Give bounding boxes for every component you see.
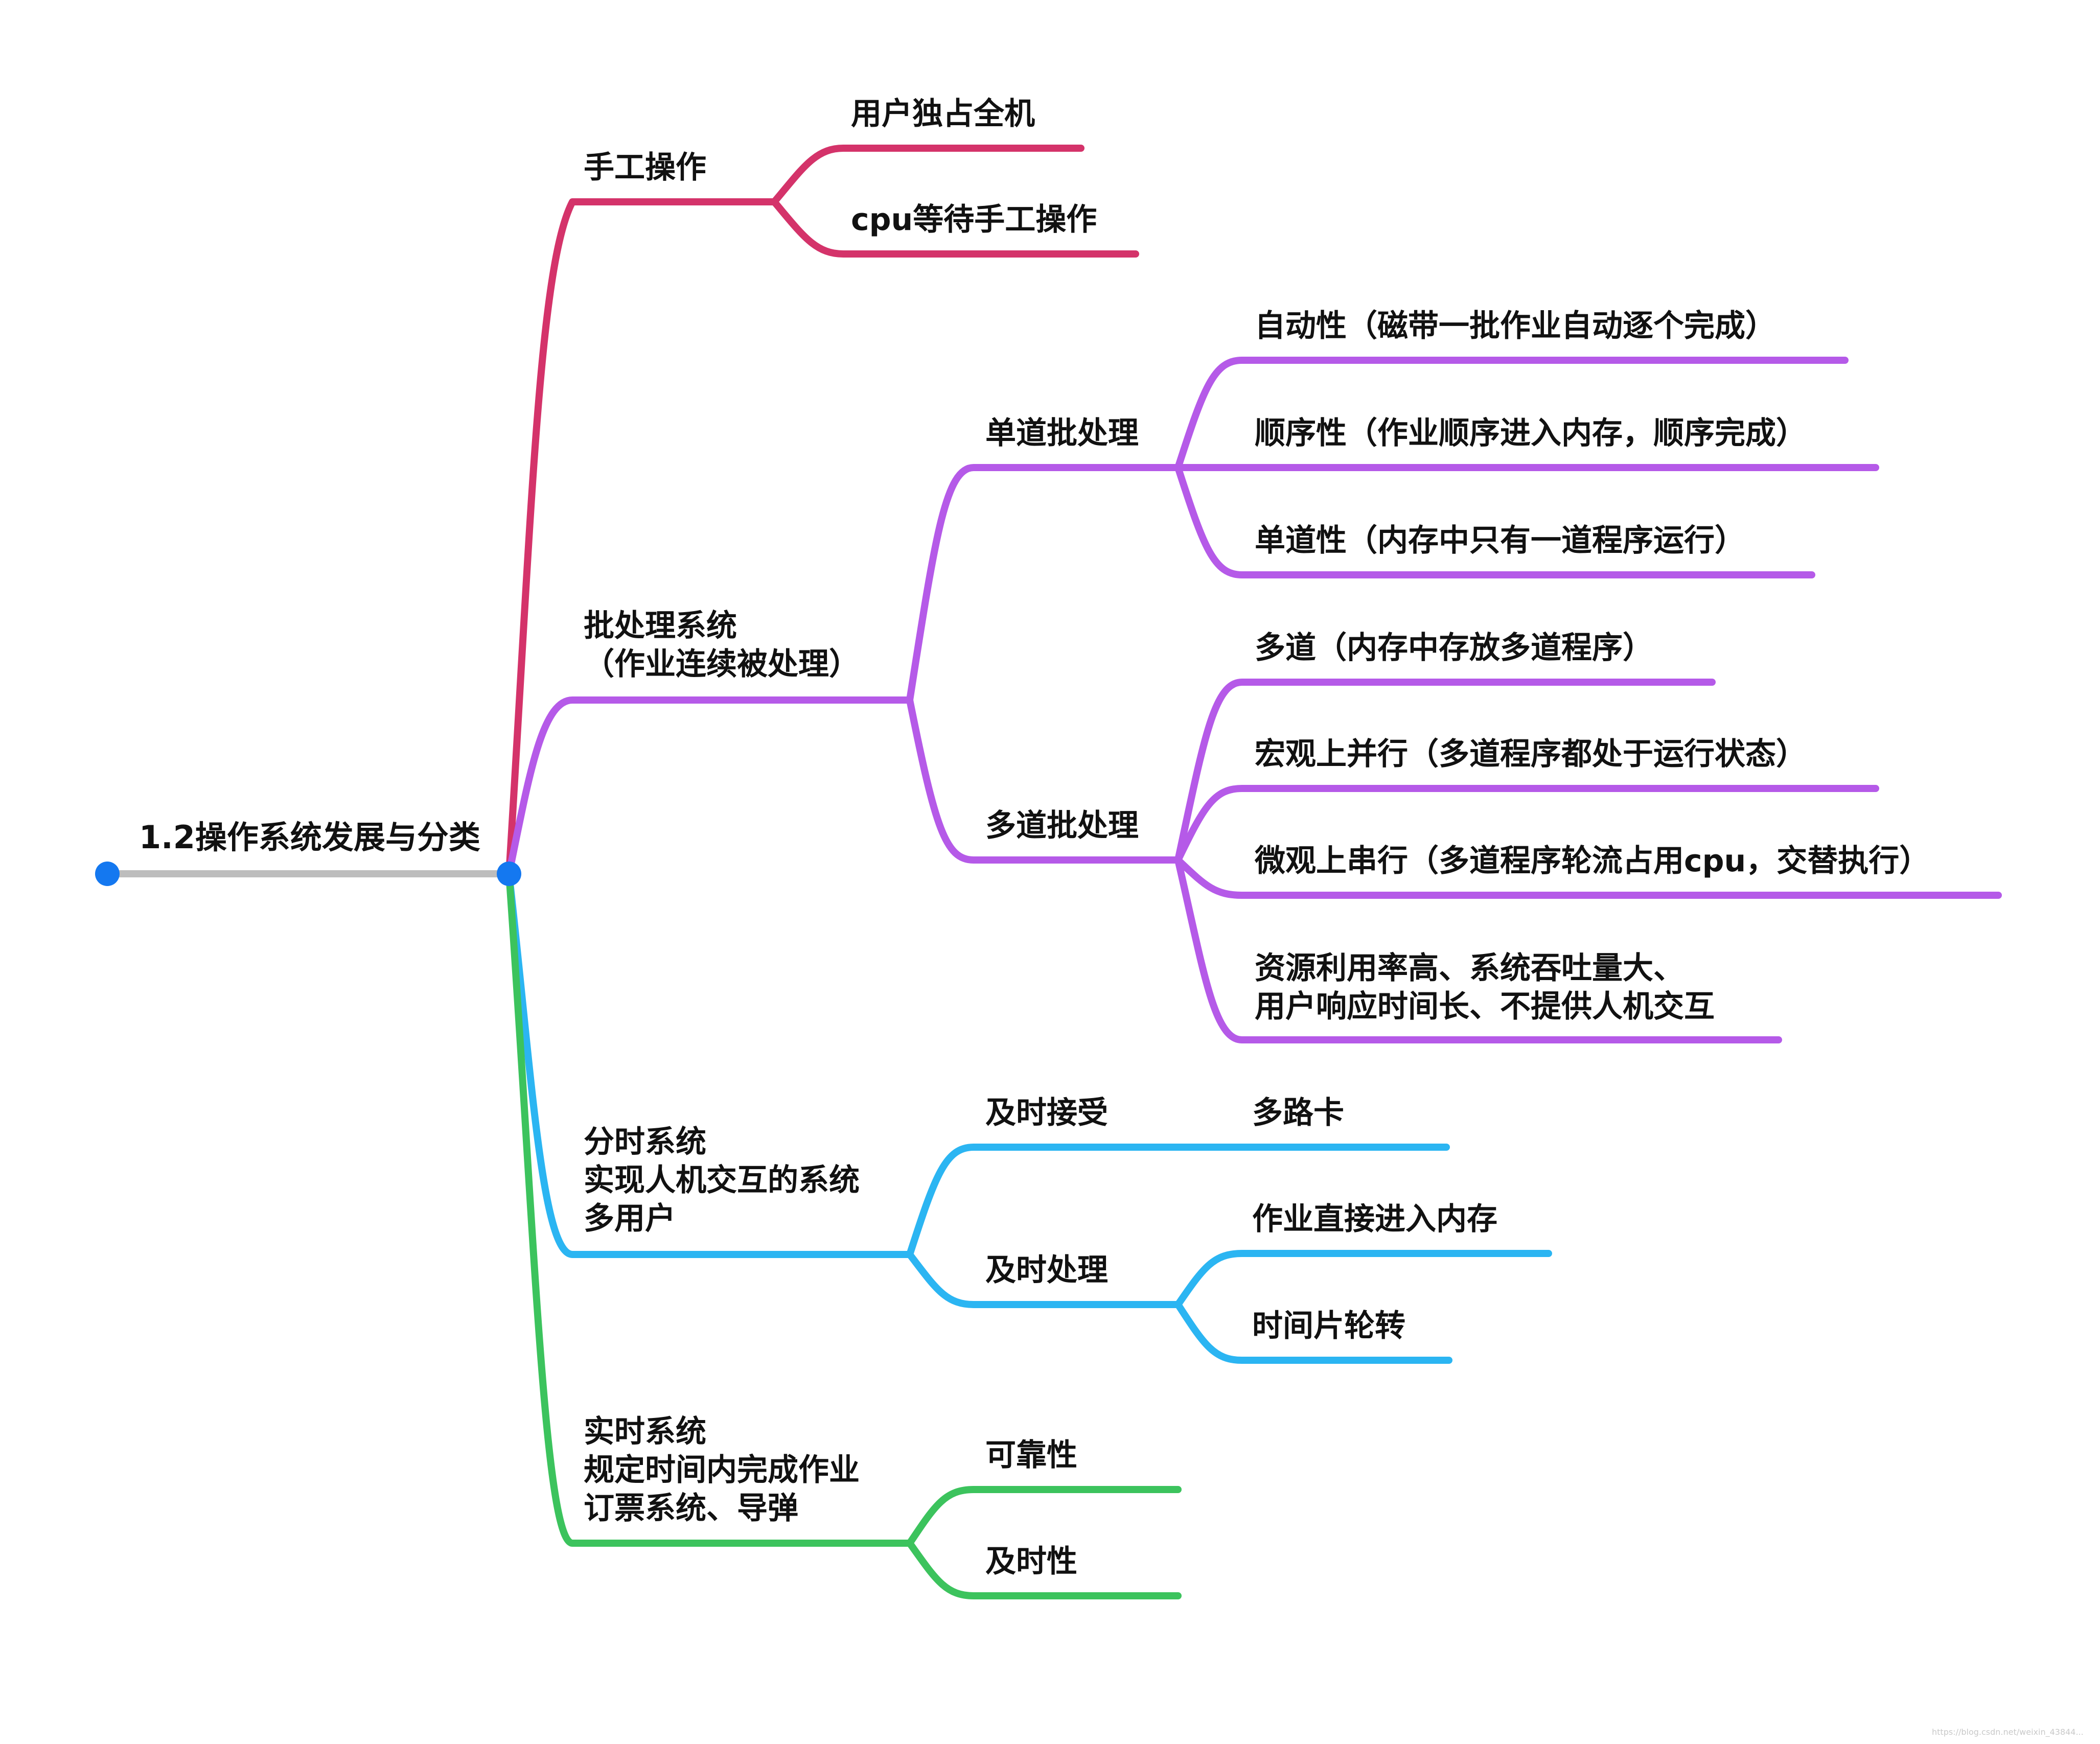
realtime-child-1-label[interactable]: 可靠性 (985, 1437, 1077, 1473)
multi-batch-label[interactable]: 多道批处理 (985, 808, 1139, 844)
manual-child-line-1 (771, 145, 1084, 205)
multi-child-4-line-2: 用户响应时间长、不提供人机交互 (1255, 989, 1715, 1025)
single-batch-label[interactable]: 单道批处理 (985, 415, 1139, 451)
watermark-text: https://blog.csdn.net/weixin_43844... (1932, 1727, 2084, 1737)
realtime-node-line-2: 规定时间内完成作业 (584, 1452, 860, 1488)
single-child-line-1 (1174, 357, 1849, 471)
manual-child-line-2 (771, 198, 1139, 258)
single-child-line-3 (1174, 464, 1815, 578)
batch-node-line-2: （作业连续被处理） (584, 646, 860, 682)
single-child-3-label[interactable]: 单道性（内存中只有一道程序运行） (1255, 523, 1745, 559)
connector-lines (104, 145, 2002, 1599)
process-child-line-1 (1174, 1250, 1552, 1308)
timeshare-node-line-3: 多用户 (584, 1201, 676, 1237)
manual-branch-line (505, 198, 778, 877)
process-child-1-label[interactable]: 作业直接进入内存 (1252, 1201, 1497, 1237)
single-child-2-label[interactable]: 顺序性（作业顺序进入内存，顺序完成） (1255, 415, 1807, 451)
multi-child-line-4 (1174, 856, 1782, 1043)
batch-node-label[interactable]: 批处理系统 （作业连续被处理） (584, 608, 860, 682)
single-child-1-label[interactable]: 自动性（磁带一批作业自动逐个完成） (1255, 308, 1776, 344)
timeshare-node-line-2: 实现人机交互的系统 (584, 1162, 860, 1198)
multi-child-4-label[interactable]: 资源利用率高、系统吞吐量大、 用户响应时间长、不提供人机交互 (1255, 950, 1715, 1025)
batch-node-line-1: 批处理系统 (584, 608, 737, 644)
batch-branch-line (505, 696, 913, 877)
batch-multi-line (906, 696, 1182, 864)
realtime-node-line-3: 订票系统、导弹 (584, 1491, 798, 1526)
manual-child-1-label[interactable]: 用户独占全机 (851, 96, 1035, 132)
root-dot-left (95, 862, 120, 886)
timeshare-node-label[interactable]: 分时系统 实现人机交互的系统 多用户 (584, 1124, 870, 1237)
timely-process-label[interactable]: 及时处理 (985, 1252, 1108, 1288)
multi-child-line-1 (1174, 679, 1716, 864)
manual-child-2-label[interactable]: cpu等待手工操作 (851, 202, 1097, 238)
timely-accept-child-label[interactable]: 多路卡 (1252, 1095, 1344, 1131)
node-labels: 1.2操作系统发展与分类 手工操作 用户独占全机 cpu等待手工操作 批处理系统… (139, 96, 1930, 1579)
realtime-branch-line (505, 870, 913, 1547)
batch-single-line (906, 464, 1182, 704)
multi-child-line-3 (1174, 856, 2002, 899)
timely-accept-label[interactable]: 及时接受 (985, 1095, 1108, 1131)
realtime-node-line-1: 实时系统 (584, 1414, 706, 1450)
process-child-line-2 (1174, 1301, 1452, 1364)
root-dot-right (497, 862, 521, 886)
manual-node-label[interactable]: 手工操作 (584, 150, 706, 185)
root-node-label[interactable]: 1.2操作系统发展与分类 (139, 819, 480, 856)
realtime-child-2-label[interactable]: 及时性 (985, 1544, 1077, 1579)
multi-child-2-label[interactable]: 宏观上并行（多道程序都处于运行状态） (1255, 736, 1807, 772)
timely-process-line (906, 1251, 1182, 1308)
multi-child-4-line-1: 资源利用率高、系统吞吐量大、 (1255, 950, 1684, 986)
timeshare-node-line-1: 分时系统 (584, 1124, 706, 1160)
multi-child-3-label[interactable]: 微观上串行（多道程序轮流占用cpu，交替执行） (1254, 843, 1930, 879)
timely-accept-line (906, 1144, 1450, 1258)
multi-child-line-2 (1174, 785, 1879, 864)
multi-child-1-label[interactable]: 多道（内存中存放多道程序） (1255, 630, 1653, 666)
realtime-child-line-2 (906, 1540, 1182, 1599)
realtime-node-label[interactable]: 实时系统 规定时间内完成作业 订票系统、导弹 (584, 1414, 870, 1526)
realtime-child-line-1 (906, 1486, 1182, 1547)
process-child-2-label[interactable]: 时间片轮转 (1252, 1308, 1405, 1344)
